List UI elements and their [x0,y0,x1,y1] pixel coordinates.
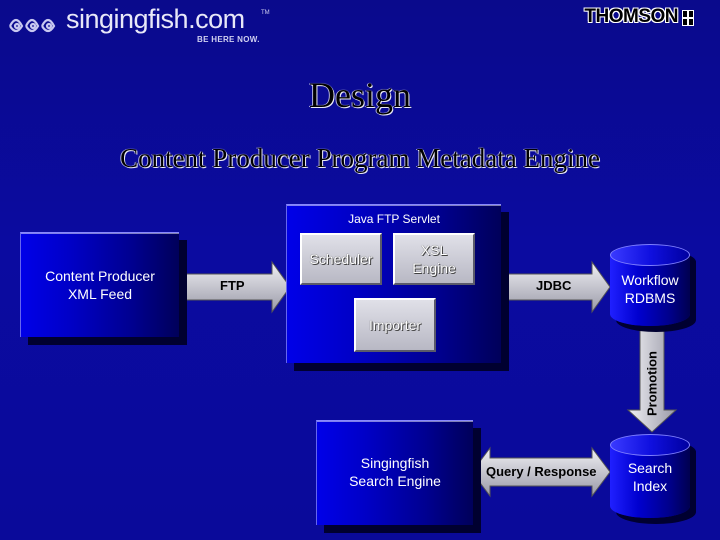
scheduler-box: Scheduler [300,233,382,285]
brand-tagline: BE HERE NOW. [197,35,260,44]
query-response-label: Query / Response [486,464,597,479]
search-engine-label-line2: Search Engine [349,473,441,489]
search-engine-label-line1: Singingfish [360,455,430,471]
brand-trademark: TM [261,10,270,16]
xsl-label-line2: Engine [412,260,456,276]
thomson-mark-icon [682,10,694,26]
slide-title: Design [309,75,411,115]
jdbc-label: JDBC [536,278,572,293]
ftp-label: FTP [220,278,245,293]
content-producer-feed-box: Content Producer XML Feed [20,232,179,337]
servlet-title: Java FTP Servlet [348,212,440,226]
importer-box: Importer [354,298,436,352]
xsl-label-line1: XSL [420,242,448,258]
index-label-line2: Index [632,478,668,494]
fish-swirl-icon [9,18,56,33]
workflow-rdbms-cylinder: Workflow RDBMS [610,244,690,326]
importer-label: Importer [368,317,422,333]
index-label-line1: Search [627,460,673,476]
scheduler-label: Scheduler [309,251,373,267]
ftp-arrow [179,260,291,314]
promotion-arrow [626,327,678,433]
feed-label-line1: Content Producer [45,268,155,284]
search-engine-box: Singingfish Search Engine [316,420,473,525]
slide-subtitle: Content Producer Program Metadata Engine [120,143,600,173]
jdbc-arrow [499,260,611,314]
xsl-engine-box: XSL Engine [393,233,475,285]
feed-label-line2: XML Feed [67,286,133,302]
workflow-label-line2: RDBMS [624,290,676,306]
search-index-cylinder: Search Index [610,434,690,518]
thomson-logo: THOMSON [584,6,678,27]
workflow-label-line1: Workflow [621,272,679,288]
brand-name: singingfish.com [66,4,245,34]
singingfish-logo: singingfish.com TM BE HERE NOW. [6,4,276,44]
promotion-label: Promotion [644,351,660,416]
